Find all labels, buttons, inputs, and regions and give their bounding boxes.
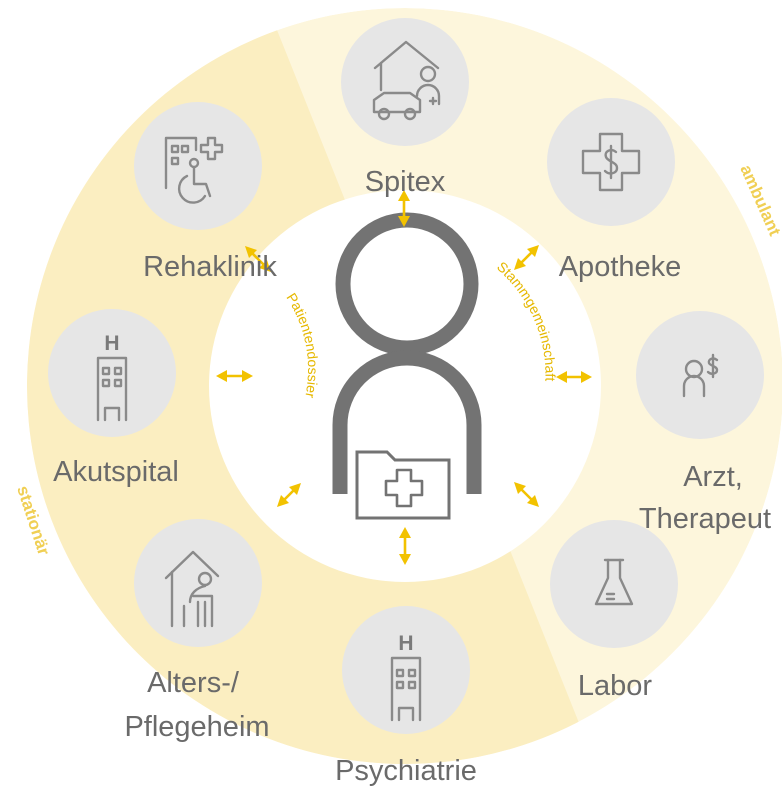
arrow-arzt xyxy=(556,371,592,383)
arrow-alters xyxy=(277,483,301,507)
node-label-line1: Arzt, xyxy=(683,461,743,493)
node-label-line2: Therapeut xyxy=(639,503,771,535)
folder-medical-icon xyxy=(355,450,451,520)
node-label-line2: Pflegeheim xyxy=(124,711,269,743)
arrow-psychiatrie xyxy=(399,527,411,565)
node-apotheke: Apotheke xyxy=(547,98,681,283)
node-label-line1: Alters-/ xyxy=(147,667,240,699)
svg-text:H: H xyxy=(104,332,119,355)
node-alters: Alters-/ Pflegeheim xyxy=(124,519,270,743)
node-psychiatrie: H Psychiatrie xyxy=(335,606,477,787)
hospital-building-icon: H xyxy=(96,332,128,422)
rehab-icon xyxy=(164,136,224,204)
node-akutspital: H Akutspital xyxy=(48,309,179,488)
inner-circle xyxy=(209,190,601,582)
node-circle xyxy=(550,520,678,648)
node-label: Spitex xyxy=(365,166,446,198)
arrow-spitex xyxy=(398,190,410,227)
svg-text:H: H xyxy=(398,632,413,655)
node-circle xyxy=(341,18,469,146)
arrows xyxy=(216,190,592,565)
node-label: Rehaklinik xyxy=(143,251,277,283)
node-circle xyxy=(134,519,262,647)
node-label: Labor xyxy=(578,670,653,702)
node-circle xyxy=(48,309,176,437)
hospital-building-icon: H xyxy=(390,632,422,722)
node-rehaklinik: Rehaklinik xyxy=(134,102,277,283)
node-spitex: Spitex xyxy=(341,18,469,198)
home-care-icon xyxy=(372,40,441,121)
arrow-rehaklinik xyxy=(245,246,271,272)
arrow-labor xyxy=(514,482,539,507)
arrow-akutspital xyxy=(216,370,253,382)
flask-icon xyxy=(594,558,634,606)
node-labor: Labor xyxy=(550,520,678,702)
node-label: Psychiatrie xyxy=(335,755,477,787)
node-circle xyxy=(342,606,470,734)
doctor-icon xyxy=(682,353,719,398)
elderly-home-icon xyxy=(164,550,220,628)
node-label: Akutspital xyxy=(53,456,179,488)
arrow-apotheke xyxy=(514,245,539,270)
pharmacy-icon xyxy=(581,132,641,192)
node-arzt: Arzt, Therapeut xyxy=(636,311,771,535)
node-label: Apotheke xyxy=(559,251,682,283)
